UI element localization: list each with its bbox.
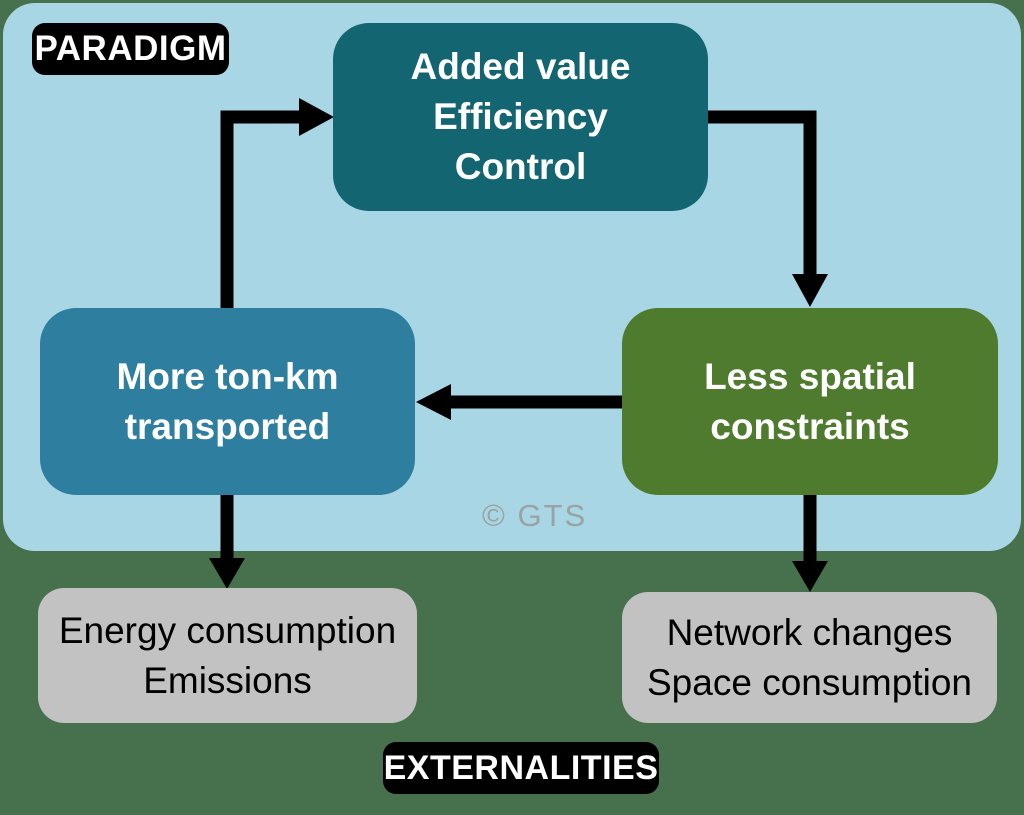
node-network-line1: Network changes: [666, 611, 953, 653]
node-energy-line2: Emissions: [143, 659, 312, 701]
node-energy-line1: Energy consumption: [58, 609, 397, 651]
node-network-changes: Network changes Space consumption: [622, 592, 997, 723]
node-more-tonkm-line1: More ton-km: [116, 355, 339, 397]
node-more-tonkm: More ton-km transported: [40, 308, 415, 495]
paradigm-label-text: PARADIGM: [34, 29, 227, 68]
node-added-value: Added value Efficiency Control: [333, 23, 708, 211]
externalities-label-text: EXTERNALITIES: [383, 748, 659, 787]
arrow-more-tonkm-to-added-value: [220, 98, 334, 309]
arrow-more-tonkm-to-energy: [209, 494, 245, 589]
node-added-value-line3: Control: [454, 146, 587, 187]
node-energy-consumption: Energy consumption Emissions: [38, 588, 417, 723]
copyright-watermark: © GTS: [482, 498, 588, 533]
node-added-value-line2: Efficiency: [433, 96, 608, 137]
arrow-less-spatial-to-network: [792, 494, 828, 592]
node-added-value-line1: Added value: [410, 46, 631, 87]
arrow-added-value-to-less-spatial: [706, 110, 828, 307]
node-network-line2: Space consumption: [647, 661, 972, 703]
externalities-label: EXTERNALITIES: [383, 742, 659, 794]
node-less-spatial: Less spatial constraints: [622, 308, 998, 495]
node-more-tonkm-line2: transported: [124, 405, 331, 447]
node-less-spatial-line2: constraints: [710, 405, 910, 447]
arrow-less-spatial-to-more-tonkm: [416, 384, 623, 420]
node-less-spatial-line1: Less spatial: [704, 355, 916, 397]
paradigm-label: PARADIGM: [32, 23, 229, 75]
